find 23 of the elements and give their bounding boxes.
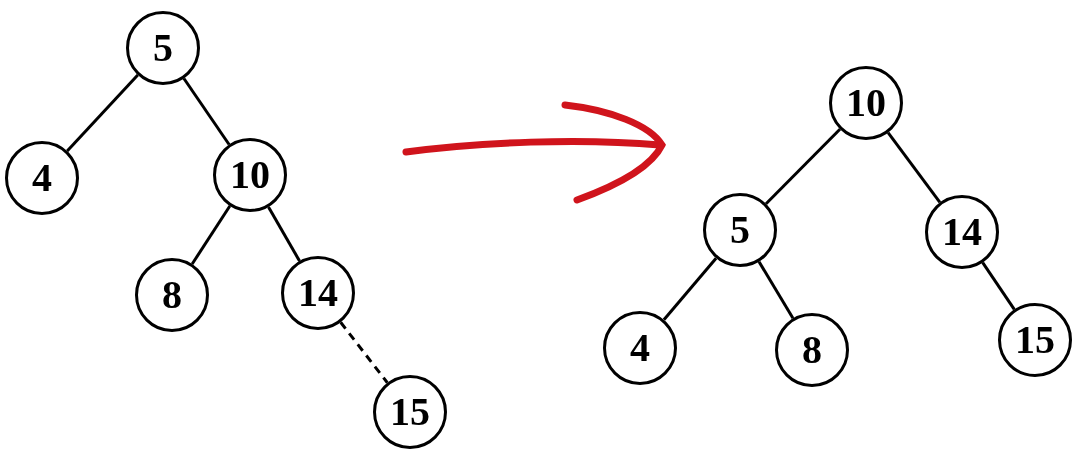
tree-edge [662, 257, 718, 321]
node-value: 14 [298, 273, 338, 313]
node-value: 5 [730, 210, 750, 250]
node-value: 5 [153, 28, 173, 68]
node-value: 4 [32, 158, 52, 198]
node-value: 10 [230, 155, 270, 195]
tree-edge [981, 261, 1016, 311]
tree-edge [267, 206, 301, 262]
tree-edge [190, 205, 232, 265]
tree-edge [886, 131, 942, 204]
tree-edge [339, 321, 389, 384]
tree-edge [757, 260, 795, 320]
tree-edge [66, 74, 139, 152]
node-value: 15 [390, 392, 430, 432]
node-value: 4 [630, 328, 650, 368]
node-value: 8 [802, 330, 822, 370]
node-value: 15 [1015, 320, 1055, 360]
node-value: 8 [162, 275, 182, 315]
tree-edge [182, 77, 231, 146]
tree-node-circle [703, 193, 777, 267]
node-value: 10 [846, 83, 886, 123]
node-value: 14 [942, 212, 982, 252]
tree-edge [765, 128, 841, 205]
